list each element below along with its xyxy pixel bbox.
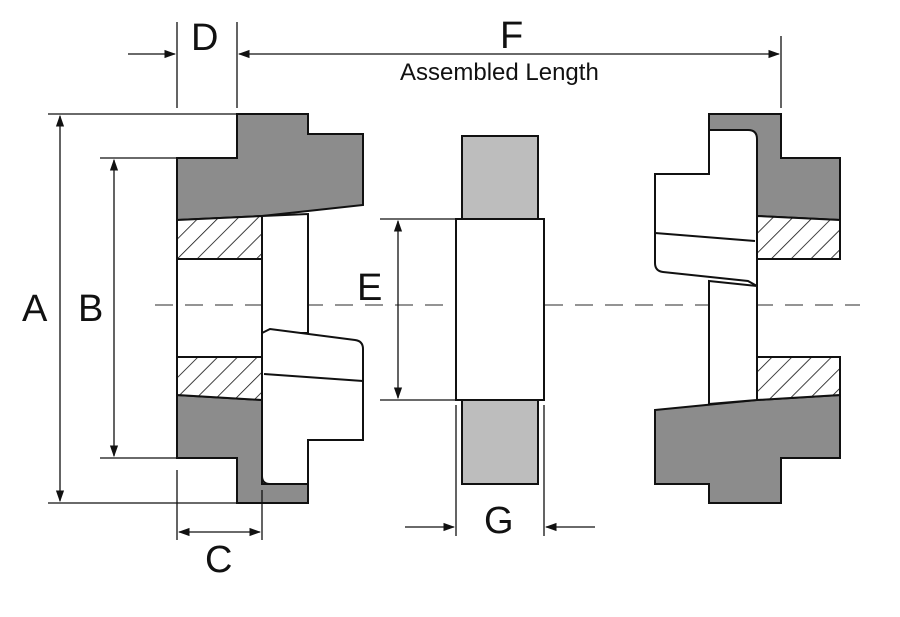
gasket-bore <box>455 218 545 401</box>
gasket-upper <box>461 135 539 220</box>
gasket-lower <box>461 399 539 485</box>
label-g: G <box>484 500 514 542</box>
left-flange-upper-weld-hatch <box>176 214 263 260</box>
right-flange-lower-body <box>654 393 841 504</box>
left-flange-hub-lower <box>261 327 364 485</box>
left-flange <box>176 113 364 504</box>
left-flange-hub-profile <box>261 212 309 334</box>
right-flange-hub-upper <box>654 129 758 288</box>
label-b: B <box>78 288 103 330</box>
label-f: F <box>500 15 523 57</box>
label-c: C <box>205 539 232 581</box>
left-flange-lower-weld-hatch <box>176 356 263 402</box>
right-flange-upper-weld-hatch <box>756 214 841 260</box>
label-d: D <box>191 17 218 59</box>
label-e: E <box>357 267 382 309</box>
right-flange-hub-lower <box>708 279 758 406</box>
label-a: A <box>22 288 48 330</box>
dimensions <box>48 22 782 540</box>
label-assembled-length: Assembled Length <box>400 59 599 86</box>
gasket <box>455 135 545 485</box>
right-flange-lower-weld-hatch <box>756 356 841 402</box>
left-flange-upper-body <box>176 113 364 222</box>
left-flange-hub-edge <box>263 373 364 382</box>
right-flange <box>654 113 841 504</box>
right-flange-hub-edge <box>654 232 756 242</box>
